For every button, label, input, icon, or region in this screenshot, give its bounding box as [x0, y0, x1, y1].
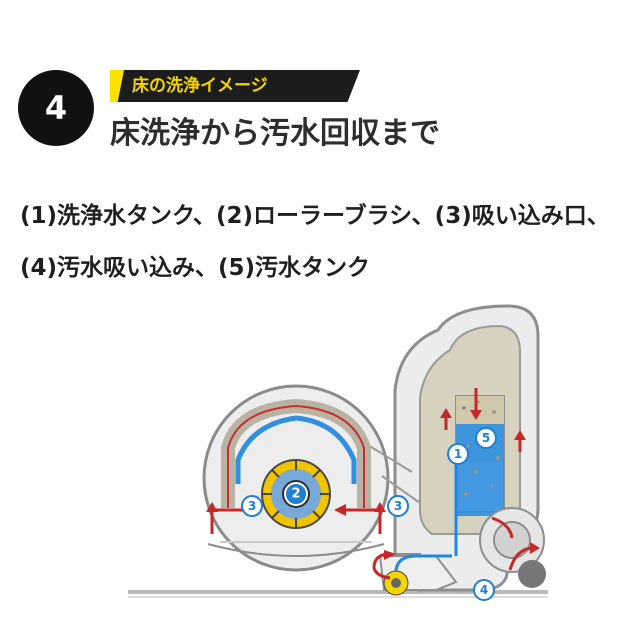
cleaner-diagram: 1 5 2 3 3 4 — [128, 304, 548, 601]
label-five: 5 — [482, 431, 490, 445]
label-one: 1 — [454, 447, 462, 461]
step-number: 4 — [44, 89, 68, 127]
label-three-right: 3 — [394, 499, 402, 513]
arrow-heads — [384, 408, 540, 560]
page-title: 床洗浄から汚水回収まで — [110, 116, 440, 151]
section-tag — [110, 70, 360, 102]
brush-bristles — [262, 460, 330, 528]
cleaning-head — [378, 458, 458, 596]
label-three-left: 3 — [248, 499, 256, 513]
label-two: 2 — [291, 487, 300, 502]
floor — [128, 590, 548, 598]
section-tag-label: 床の洗浄イメージ — [132, 76, 268, 96]
number-labels: 1 5 2 3 3 4 — [241, 427, 497, 601]
step-number-badge: 4 — [18, 70, 94, 146]
description-text: (1)洗浄水タンク、(2)ローラーブラシ、(3)吸い込み口、(4)汚水吸い込み、… — [20, 203, 610, 281]
magnified-view — [202, 384, 421, 572]
label-four: 4 — [480, 583, 488, 597]
